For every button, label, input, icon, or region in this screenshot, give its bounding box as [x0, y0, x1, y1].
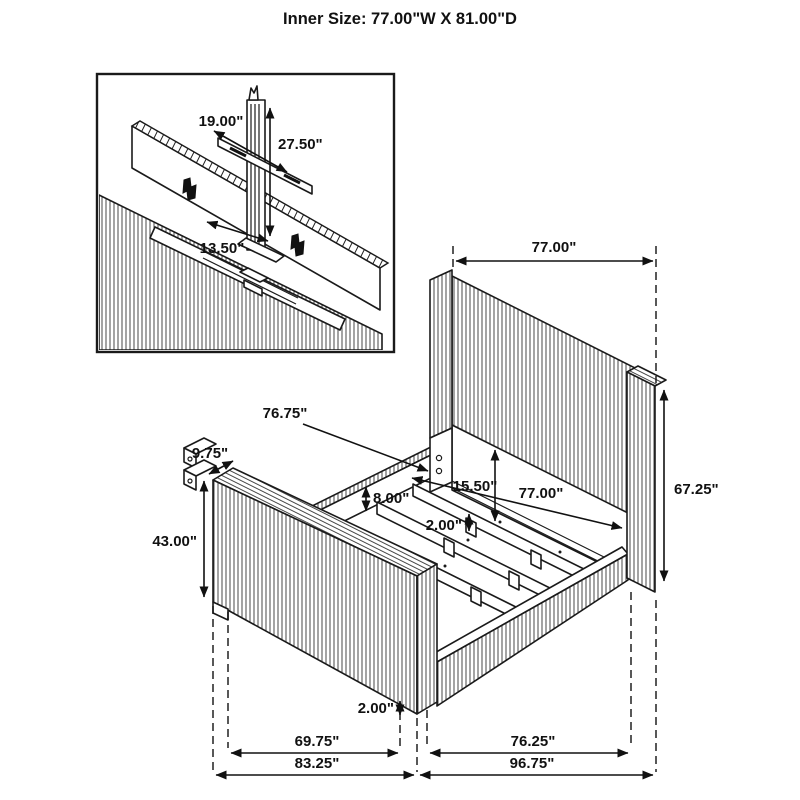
bed-frame-drawing: 77.00" 67.25" 76.75" 9.75" 43.00" 8.00" …	[152, 239, 719, 780]
dim-inner-width: 77.00"	[519, 485, 564, 502]
dimension-annotations: 77.00" 67.25" 76.75" 9.75" 43.00" 8.00" …	[152, 239, 719, 780]
dim-mast-height: 27.50"	[278, 136, 323, 153]
dim-footboard-depth: 9.75"	[192, 445, 228, 462]
dim-outer-depth: 96.75"	[510, 755, 555, 772]
dim-headboard-width: 77.00"	[532, 239, 577, 256]
headboard-right-post	[626, 371, 656, 593]
dim-footboard-inner-span: 69.75"	[295, 733, 340, 750]
bolt-hole	[435, 467, 443, 475]
inset-mounting-shelf	[149, 226, 346, 331]
dim-slat-thickness: 2.00"	[426, 517, 462, 534]
rail-bracket-blocks	[183, 437, 217, 491]
footboard-end-return	[416, 563, 438, 715]
dim-base-gap: 2.00"	[358, 700, 394, 717]
dim-side-rail-length: 76.75"	[263, 405, 308, 422]
dim-bracket-width: 19.00"	[199, 113, 244, 130]
dim-base-plate: 13.50"	[200, 240, 245, 257]
bolt-hole	[435, 454, 443, 462]
dim-rail-face-height: 8.00"	[373, 490, 409, 507]
headboard-left-post	[429, 269, 453, 439]
inset-base-bracket	[202, 251, 299, 305]
dim-rail-inner-span: 76.25"	[511, 733, 556, 750]
inset-mast-finial	[248, 85, 259, 101]
dim-footboard-height: 43.00"	[152, 533, 197, 550]
dim-outer-width: 83.25"	[295, 755, 340, 772]
page-title: Inner Size: 77.00"W X 81.00"D	[283, 10, 517, 28]
inset-dimensions: 19.00" 27.50" 13.50"	[199, 107, 323, 257]
inset-detail-box: 19.00" 27.50" 13.50"	[95, 72, 396, 354]
inset-clips	[182, 177, 305, 257]
right-side-rail-face	[436, 553, 629, 707]
dim-headboard-height: 67.25"	[674, 481, 719, 498]
